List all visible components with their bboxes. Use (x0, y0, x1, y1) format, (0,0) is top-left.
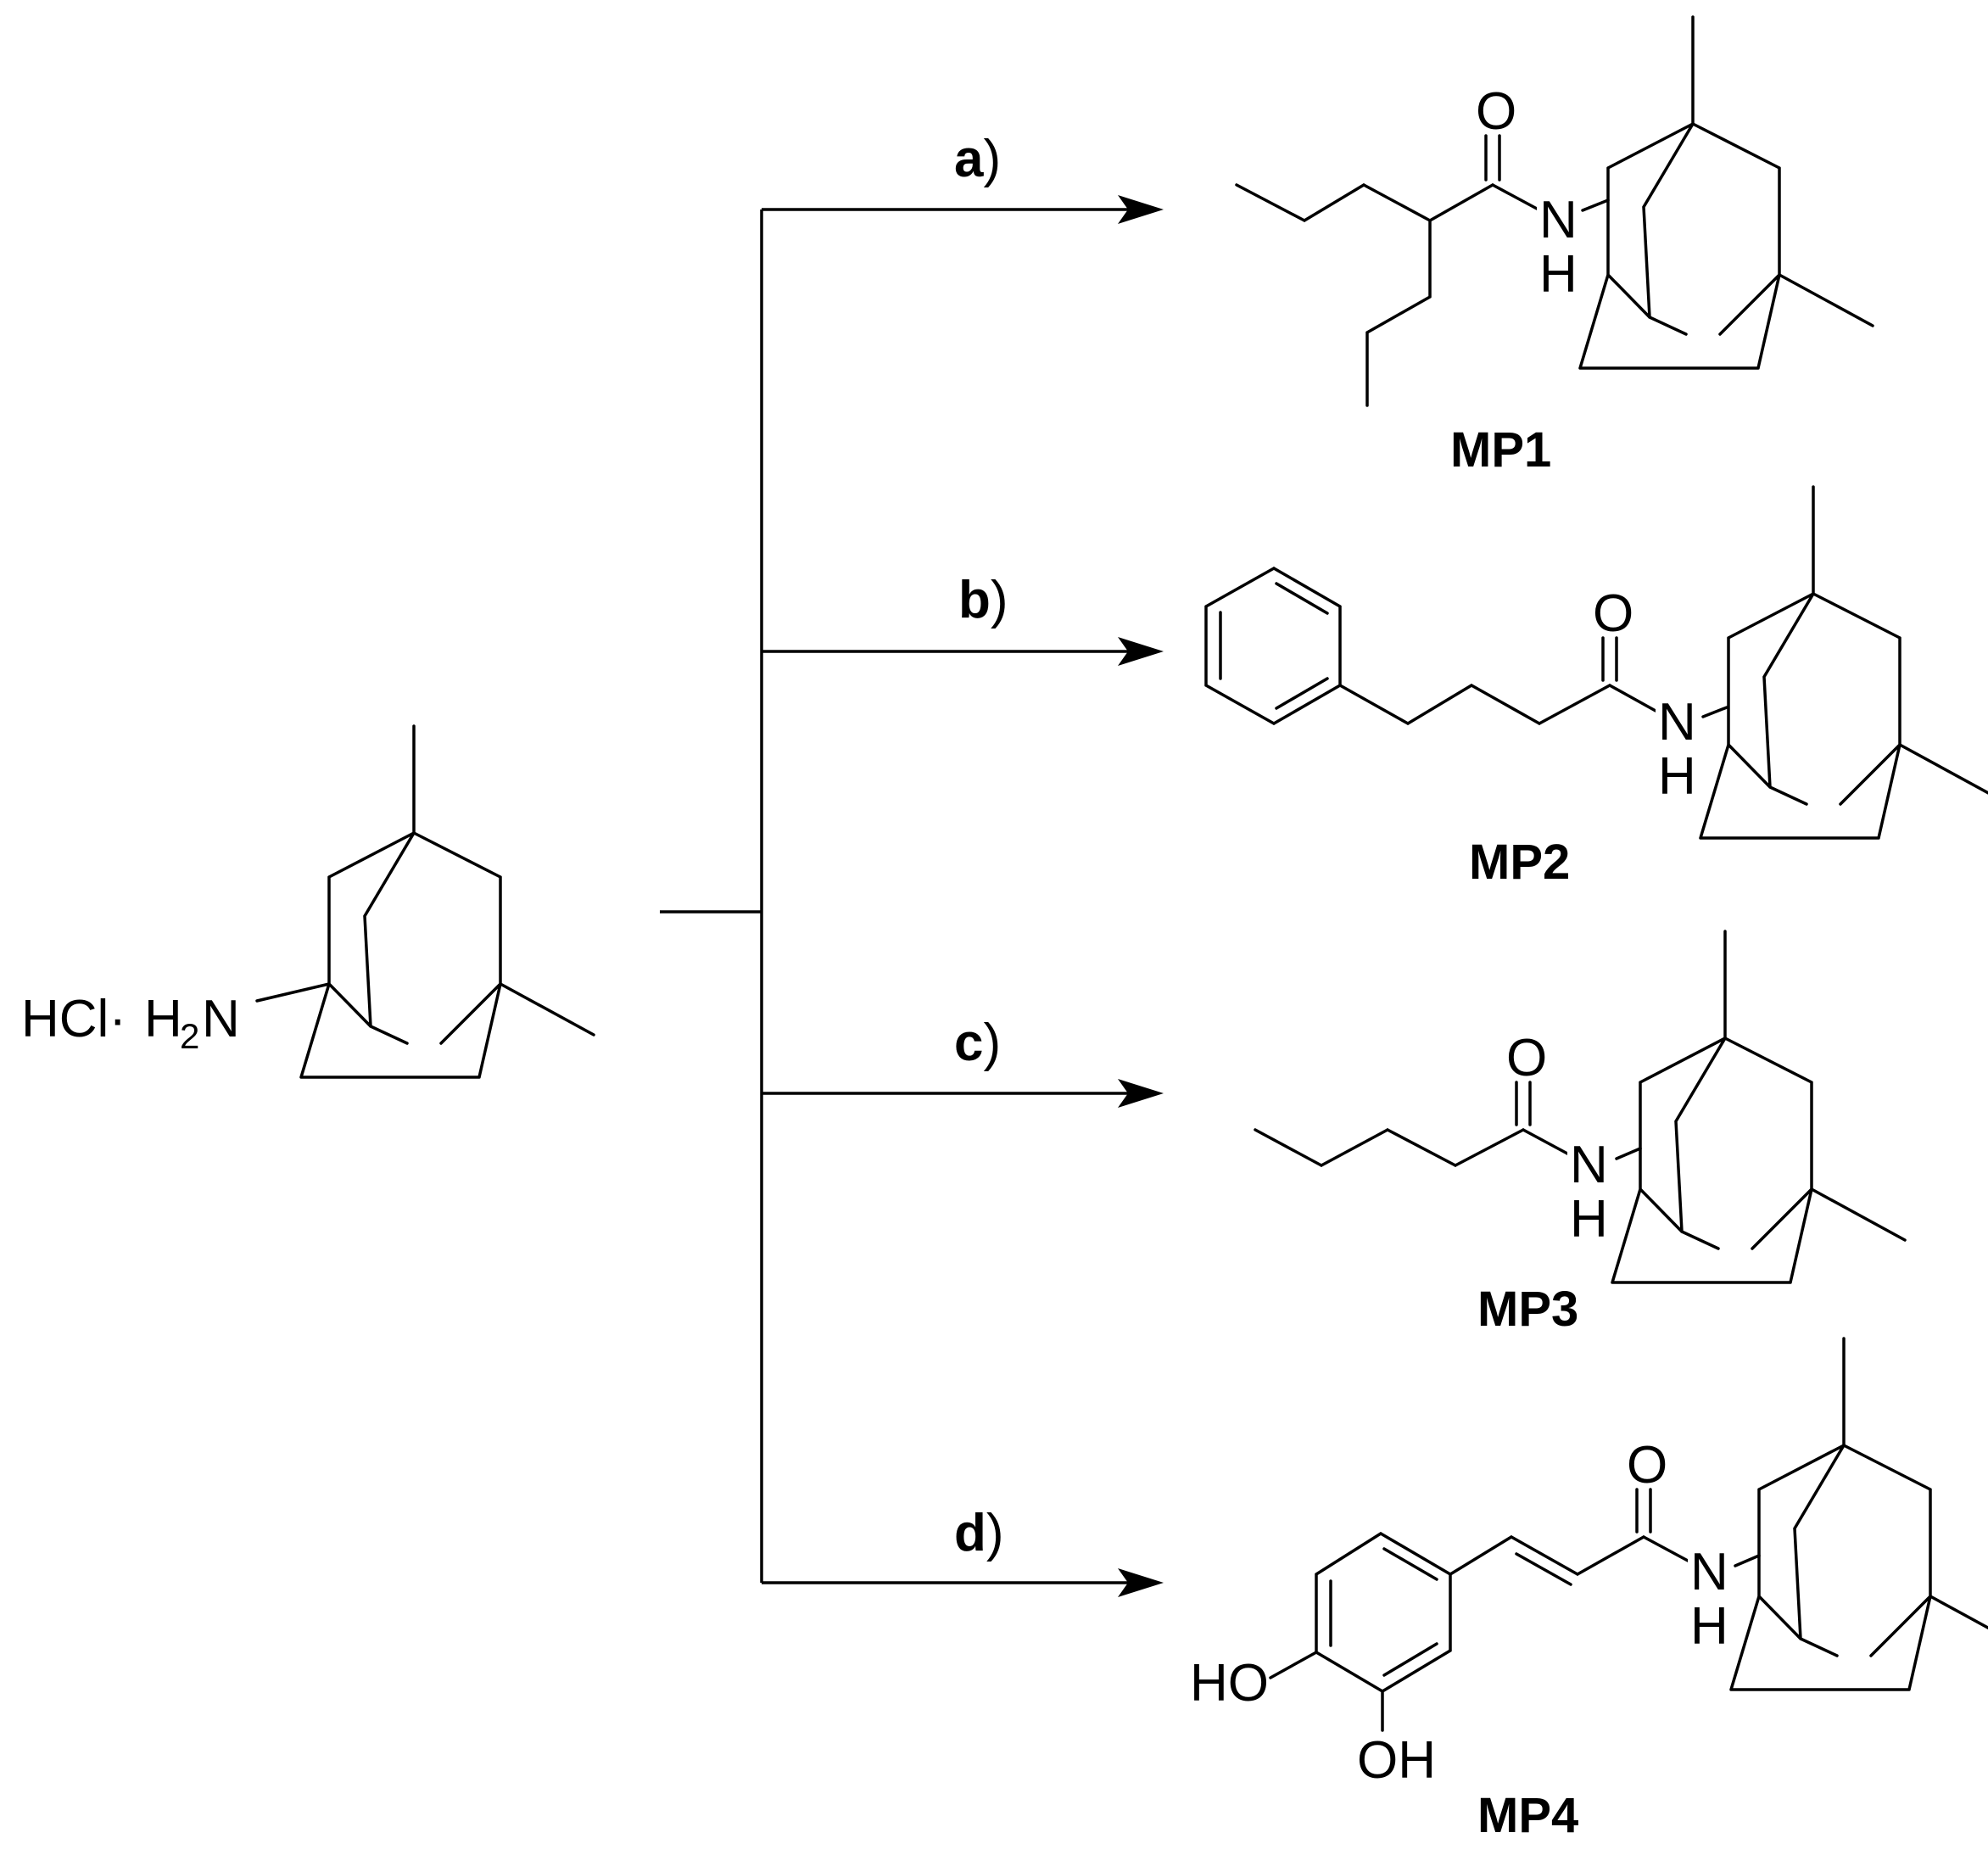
arrowhead-d (1118, 1568, 1164, 1597)
mp1-chain-bonds (1235, 134, 1610, 407)
product-mp4-structure: O N H HO OH MP4 (1190, 1337, 1988, 1843)
step-b-letter: b (958, 571, 991, 629)
step-c-letter: c (954, 1014, 983, 1072)
mp3-chain-bonds (1254, 1081, 1642, 1167)
arrowhead-a (1118, 195, 1164, 224)
mp1-amide-n: N (1539, 191, 1578, 249)
mp1-label: MP1 (1450, 422, 1551, 478)
mp4-amide-n: N (1690, 1543, 1728, 1601)
reagent-amine-subscript: 2 (180, 1016, 199, 1056)
mp2-amide-h: H (1658, 747, 1696, 806)
mp2-carbonyl-o: O (1593, 584, 1633, 643)
product-mp1-structure: O N H MP1 (1235, 15, 1874, 478)
arrowhead-b (1118, 637, 1164, 666)
reaction-arrows (660, 195, 1164, 1597)
step-a-letter: a (954, 130, 984, 188)
mp4-carbonyl-o: O (1627, 1436, 1667, 1495)
mp1-carbonyl-o: O (1476, 82, 1516, 141)
mp2-amide-n: N (1658, 693, 1696, 751)
reagent-amine-h: H (144, 990, 182, 1048)
mp3-adamantyl-cage (1611, 930, 1907, 1284)
mp2-label: MP2 (1469, 835, 1570, 890)
step-d-paren: ) (986, 1504, 1004, 1562)
mp3-label: MP3 (1477, 1282, 1578, 1337)
mp4-catechol-ring (1269, 1532, 1452, 1732)
mp3-amide-n: N (1570, 1136, 1608, 1194)
reagent-amine-n: N (202, 990, 240, 1048)
mp3-amide-h: H (1570, 1190, 1608, 1249)
step-a-paren: ) (983, 130, 1001, 188)
arrowhead-c (1118, 1079, 1164, 1108)
reagent-bonds (255, 724, 595, 1079)
step-b-paren: ) (991, 571, 1008, 629)
step-label-b: b) (958, 571, 1008, 629)
step-label-a: a) (954, 130, 1001, 188)
mp2-adamantyl-cage (1699, 485, 1988, 840)
step-label-d: d) (954, 1504, 1004, 1562)
mp4-hydroxyl-ho: HO (1190, 1654, 1269, 1713)
mp2-benzene-ring (1204, 567, 1342, 725)
mp4-adamantyl-cage (1729, 1337, 1988, 1691)
mp4-hydroxyl-oh: OH (1357, 1731, 1436, 1790)
step-label-c: c) (954, 1014, 1001, 1072)
mp4-chain-bonds (1449, 1488, 1761, 1586)
step-d-letter: d (954, 1504, 986, 1562)
reagent-salt: HCl· (21, 990, 126, 1048)
mp4-label: MP4 (1477, 1788, 1578, 1843)
mp2-chain-bonds (1338, 636, 1728, 725)
step-c-paren: ) (983, 1014, 1001, 1072)
memantine-hcl-structure: HCl· H 2 N (21, 724, 595, 1079)
mp1-amide-h: H (1539, 245, 1578, 304)
product-mp2-structure: O N H MP2 (1204, 485, 1988, 890)
mp3-carbonyl-o: O (1506, 1029, 1547, 1087)
product-mp3-structure: O N H MP3 (1254, 930, 1907, 1337)
connector-lines (660, 208, 1132, 1584)
mp4-amide-h: H (1690, 1597, 1728, 1656)
mp1-adamantyl-cage (1578, 15, 1874, 370)
